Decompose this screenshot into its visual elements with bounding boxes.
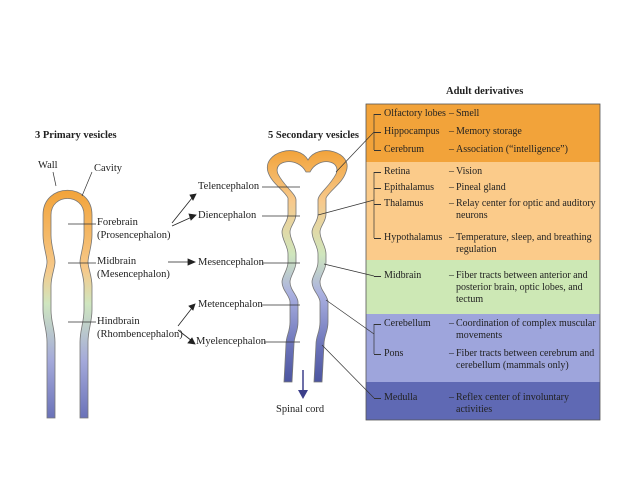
derivative-name: Olfactory lobes	[384, 108, 446, 119]
forebrain-latin-label: (Prosencephalon)	[97, 230, 171, 241]
derivative-name: Hypothalamus	[384, 232, 443, 243]
secondary-vesicles-header: 5 Secondary vesicles	[268, 130, 359, 141]
derivative-function: –Fiber tracts between cerebrum and cereb…	[449, 348, 595, 371]
band-myelencephalon	[366, 382, 600, 420]
derivative-name: Retina	[384, 166, 411, 177]
secondary-vesicle-tube	[267, 150, 348, 399]
derivative-function: –Coordination of complex muscular moveme…	[449, 318, 596, 341]
wall-label: Wall	[38, 160, 58, 171]
derivative-function: –Pineal gland	[449, 182, 506, 193]
derivative-function: –Fiber tracts between anterior and poste…	[449, 270, 588, 305]
derivative-leader-lines	[317, 131, 375, 399]
derivative-function: –Association (“intelligence”)	[449, 144, 568, 155]
derivative-name: Cerebellum	[384, 318, 431, 329]
derivative-name: Midbrain	[384, 270, 422, 281]
band-metencephalon	[366, 314, 600, 382]
vesicle-arrows	[168, 193, 197, 345]
derivative-name: Pons	[384, 348, 404, 359]
adult-derivative-bands	[365, 103, 601, 421]
myelencephalon-label: Myelencephalon	[196, 336, 266, 347]
adult-derivatives-header: Adult derivatives	[446, 86, 524, 97]
metencephalon-label: Metencephalon	[198, 299, 263, 310]
derivative-name: Cerebrum	[384, 144, 424, 155]
primary-leader-lines	[52, 171, 96, 323]
secondary-leader-lines	[262, 186, 300, 343]
derivative-name: Medulla	[384, 392, 418, 403]
derivative-function: –Relay center for optic and auditory neu…	[449, 198, 596, 221]
diencephalon-label: Diencephalon	[198, 210, 257, 221]
derivative-name: Thalamus	[384, 198, 424, 209]
derivative-name: Epithalamus	[384, 182, 434, 193]
mesencephalon-label: Mesencephalon	[198, 257, 264, 268]
band-telencephalon	[366, 104, 600, 162]
spinal-cord-label: Spinal cord	[276, 404, 325, 415]
derivative-function: –Temperature, sleep, and breathing regul…	[449, 232, 592, 255]
midbrain-latin-label: (Mesencephalon)	[97, 269, 170, 280]
derivative-name: Hippocampus	[384, 126, 440, 137]
hindbrain-latin-label: (Rhombencephalon)	[97, 329, 183, 340]
forebrain-label: Forebrain	[97, 217, 138, 228]
primary-vesicle-tube	[42, 190, 93, 419]
hindbrain-label: Hindbrain	[97, 316, 140, 327]
cavity-label: Cavity	[94, 163, 122, 174]
derivative-function: –Smell	[449, 108, 480, 119]
band-mesencephalon	[366, 260, 600, 314]
derivative-function: –Vision	[449, 166, 483, 177]
midbrain-label: Midbrain	[97, 256, 137, 267]
derivative-function: –Reflex center of involuntary activities	[449, 392, 570, 415]
primary-vesicles-header: 3 Primary vesicles	[35, 130, 117, 141]
telencephalon-label: Telencephalon	[198, 181, 260, 192]
band-diencephalon	[366, 162, 600, 260]
derivative-function: –Memory storage	[449, 126, 522, 137]
